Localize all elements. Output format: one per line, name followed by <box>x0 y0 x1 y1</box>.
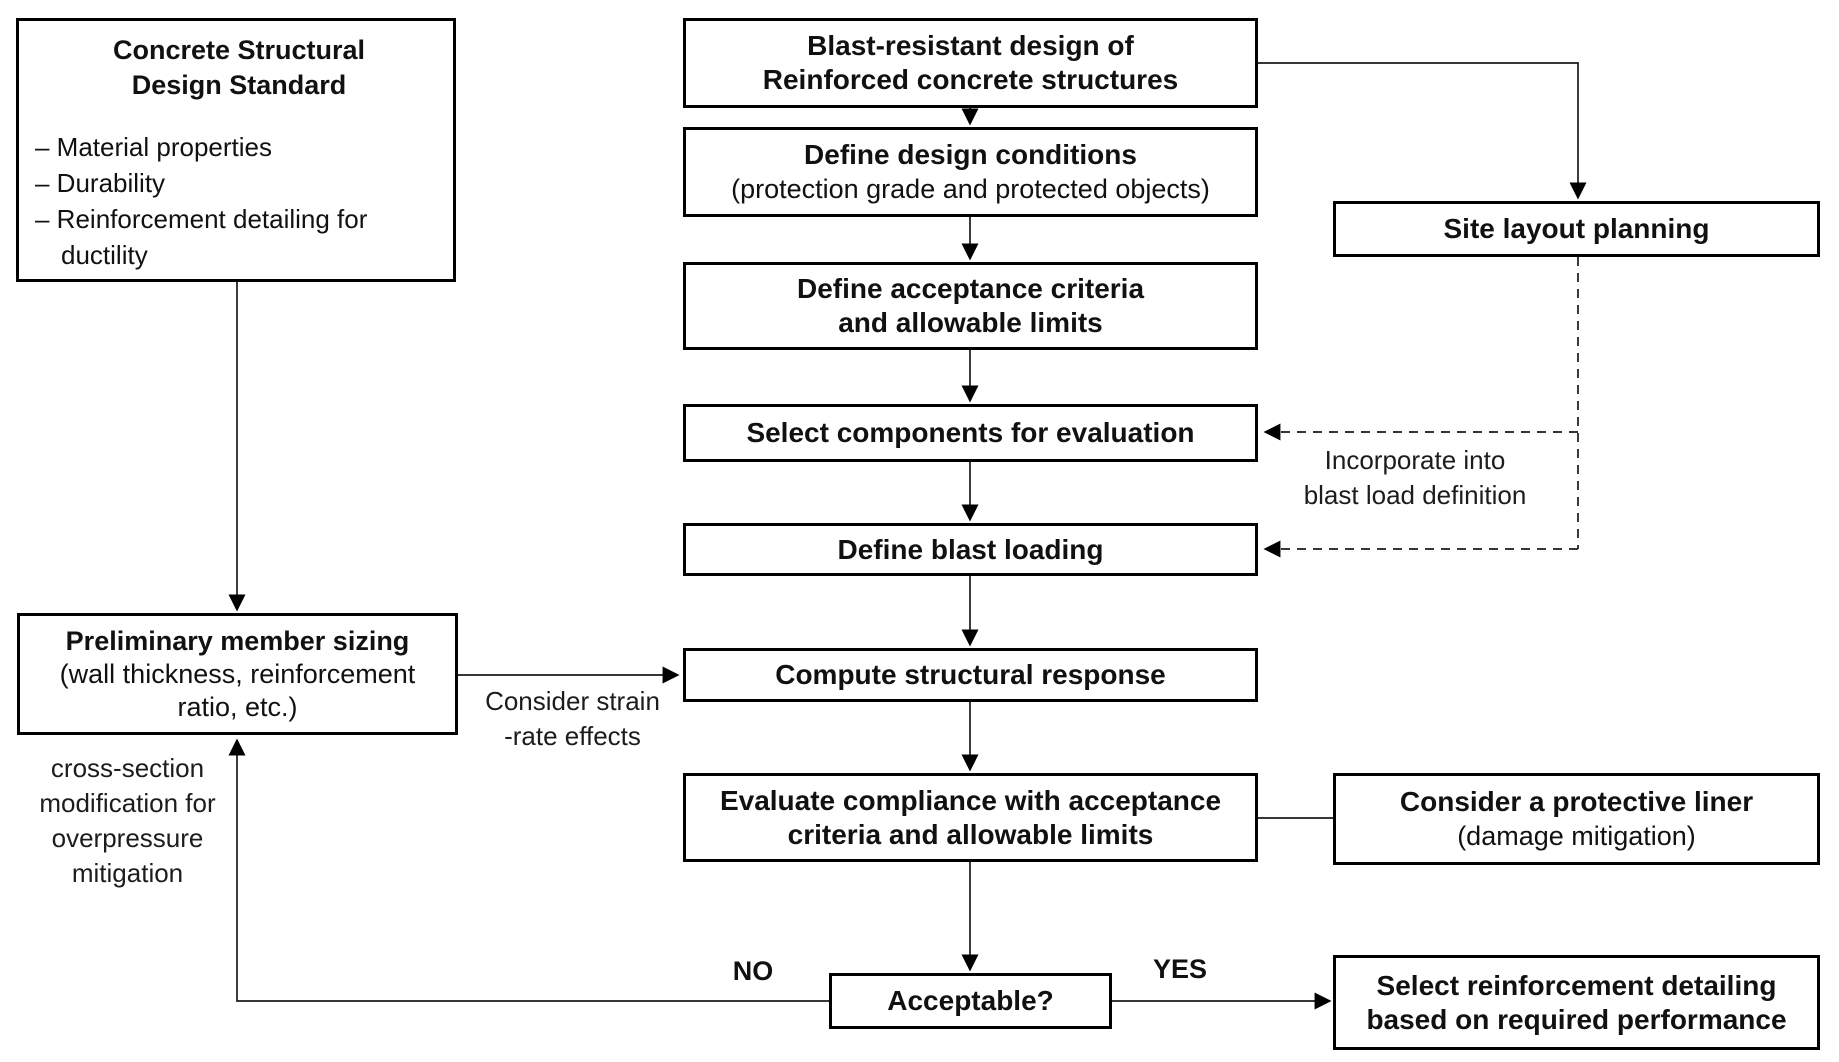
node-preliminary-member-sizing: Preliminary member sizing (wall thicknes… <box>17 613 458 735</box>
node-compute-structural-response: Compute structural response <box>683 648 1258 702</box>
node-label-line: Select reinforcement detailing <box>1376 969 1777 1001</box>
bullet-item: – Durability <box>35 168 166 198</box>
label-yes: YES <box>1130 954 1230 984</box>
title-line: Design Standard <box>131 70 347 100</box>
bullet-item: – Reinforcement detailing for <box>35 204 368 234</box>
node-label-line: Evaluate compliance with acceptance <box>719 784 1222 816</box>
arrow-no-feedback-to-preliminary <box>228 738 829 1002</box>
node-site-layout-planning: Site layout planning <box>1333 201 1820 257</box>
node-protective-liner: Consider a protective liner (damage miti… <box>1333 773 1820 865</box>
annotation-cross-section-modification: cross-section modification for overpress… <box>20 751 235 891</box>
node-label: Acceptable? <box>887 985 1054 1016</box>
node-define-design-conditions: Define design conditions (protection gra… <box>683 127 1258 217</box>
title-line: Concrete Structural <box>112 35 366 65</box>
node-label-line: criteria and allowable limits <box>787 818 1154 850</box>
bullet-item: – Material properties <box>35 132 272 162</box>
node-label-line: and allowable limits <box>838 307 1103 338</box>
node-label: Compute structural response <box>775 659 1166 690</box>
annotation-line: overpressure <box>51 823 204 853</box>
node-subtitle: (protection grade and protected objects) <box>731 174 1210 204</box>
node-label: Select components for evaluation <box>746 417 1195 448</box>
annotation-line: Consider strain <box>485 686 660 716</box>
label-yes-text: YES <box>1152 954 1208 984</box>
node-subtitle-line: ratio, etc.) <box>177 692 298 722</box>
annotation-incorporate-blast-load: Incorporate into blast load definition <box>1265 443 1565 513</box>
annotation-line: mitigation <box>71 858 184 888</box>
node-title: Consider a protective liner <box>1399 786 1754 817</box>
annotation-line: cross-section <box>50 753 205 783</box>
node-subtitle: (damage mitigation) <box>1457 821 1696 851</box>
node-label-line: Reinforced concrete structures <box>762 64 1179 95</box>
annotation-line: -rate effects <box>504 721 641 751</box>
node-evaluate-compliance: Evaluate compliance with acceptance crit… <box>683 773 1258 862</box>
bullet-item-continuation: ductility <box>61 240 148 270</box>
node-title: Concrete Structural Design Standard <box>35 33 443 103</box>
standard-bullet-list: – Material properties – Durability – Rei… <box>35 129 443 273</box>
node-label-line: Define acceptance criteria <box>796 273 1145 304</box>
label-no-text: NO <box>732 956 774 986</box>
annotation-strain-rate: Consider strain -rate effects <box>460 684 685 754</box>
node-subtitle-line: (wall thickness, reinforcement <box>59 659 416 689</box>
annotation-line: Incorporate into <box>1324 445 1506 475</box>
node-select-components: Select components for evaluation <box>683 404 1258 462</box>
annotation-line: blast load definition <box>1303 480 1527 510</box>
node-label-line: Blast-resistant design of <box>807 30 1134 61</box>
node-label: Site layout planning <box>1443 213 1710 244</box>
node-title: Preliminary member sizing <box>65 626 410 656</box>
node-title: Define design conditions <box>804 139 1137 170</box>
annotation-line: modification for <box>39 788 216 818</box>
node-concrete-design-standard: Concrete Structural Design Standard – Ma… <box>16 18 456 282</box>
node-define-acceptance-criteria: Define acceptance criteria and allowable… <box>683 262 1258 350</box>
label-no: NO <box>703 956 803 986</box>
node-define-blast-loading: Define blast loading <box>683 523 1258 576</box>
node-label-line: based on required performance <box>1366 1003 1787 1035</box>
node-acceptable-decision: Acceptable? <box>829 973 1112 1029</box>
arrow-blast-to-site-layout <box>1258 62 1587 200</box>
node-select-reinforcement-detailing: Select reinforcement detailing based on … <box>1333 955 1820 1050</box>
node-blast-resistant-design: Blast-resistant design of Reinforced con… <box>683 18 1258 108</box>
node-label: Define blast loading <box>837 533 1104 565</box>
